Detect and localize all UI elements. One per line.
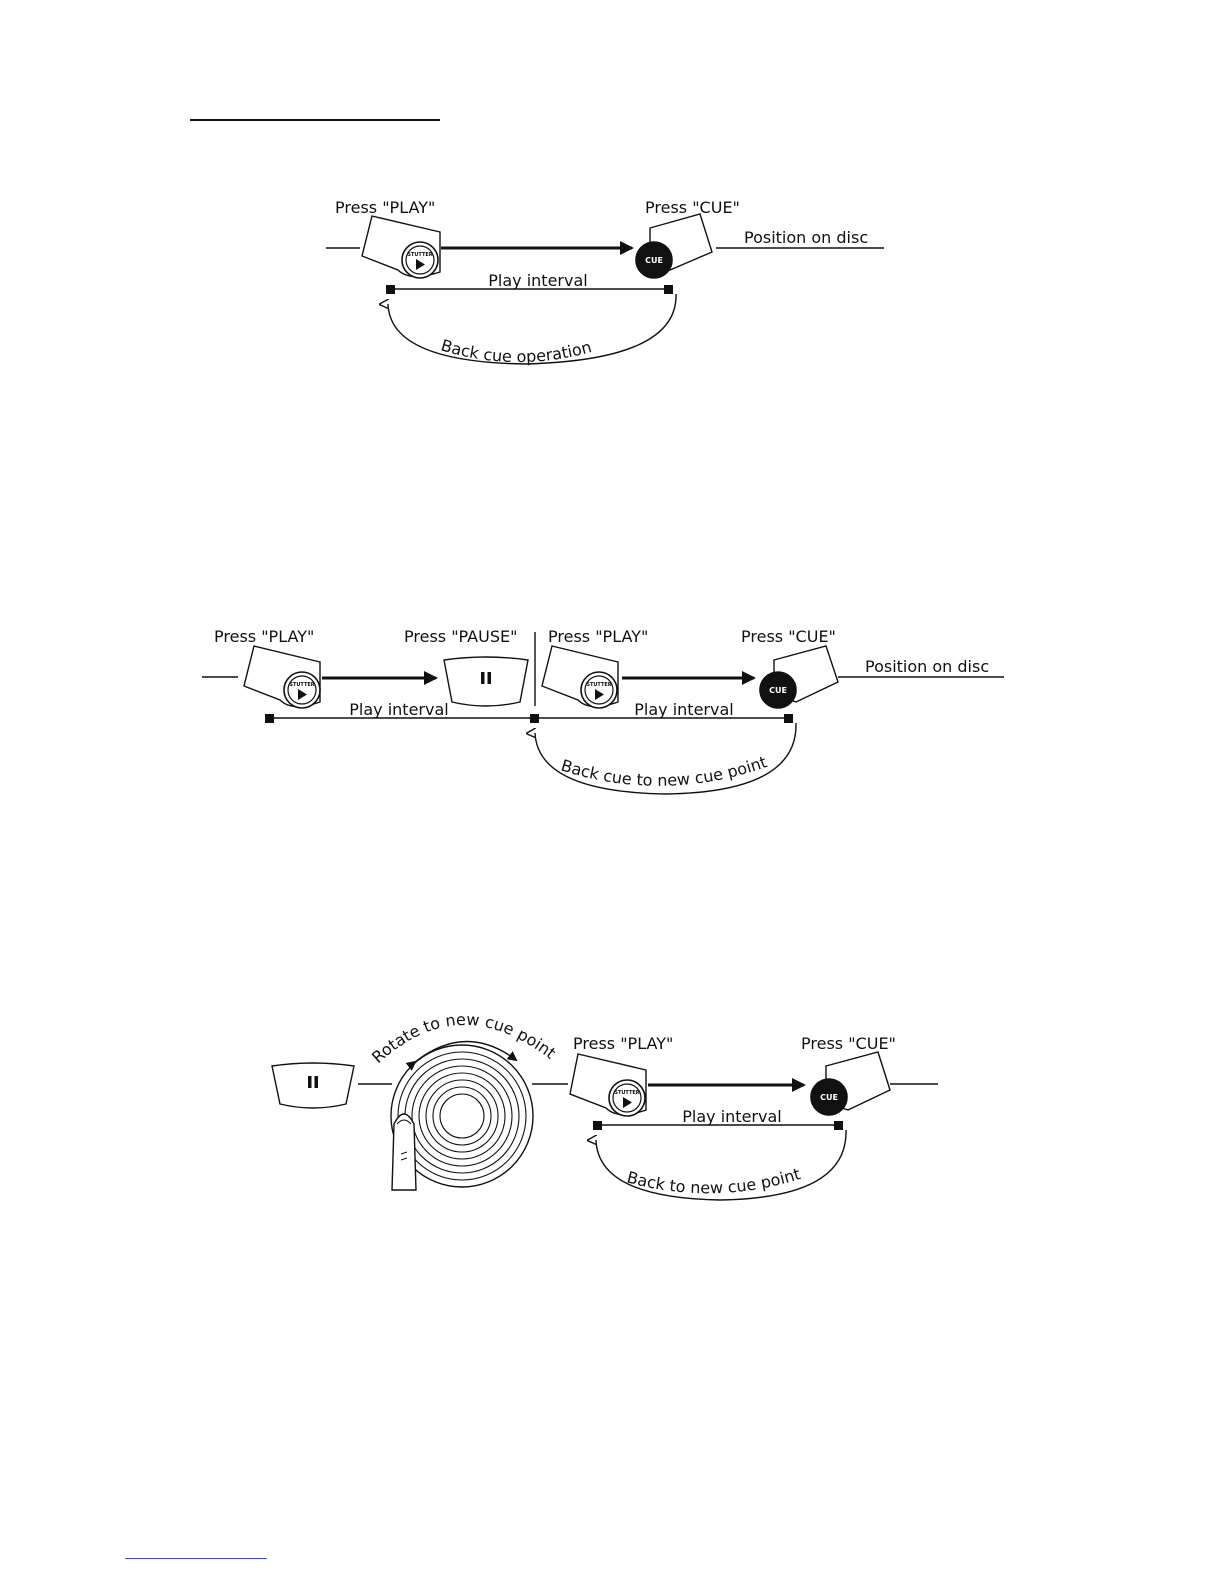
pause-icon: [481, 672, 485, 684]
cue-marker: [664, 285, 673, 294]
label-play-interval-1: Play interval: [349, 700, 448, 719]
cue-marker: [834, 1121, 843, 1130]
cue-button[interactable]: [759, 671, 797, 709]
diagram-jog-new-cue-point: Rotate to new cue point Press "PLAY" Pre…: [271, 1010, 938, 1201]
label-press-pause: Press "PAUSE": [404, 627, 517, 646]
label-play-interval-2: Play interval: [634, 700, 733, 719]
label-press-cue: Press "CUE": [801, 1034, 896, 1053]
start-marker: [265, 714, 274, 723]
svg-text:STUTTER: STUTTER: [289, 682, 314, 688]
hand-pressing-play: STUTTER: [361, 215, 441, 279]
svg-text:CUE: CUE: [820, 1093, 838, 1102]
back-cue-arrow: [535, 722, 797, 795]
rotate-arrow: [405, 1040, 518, 1071]
svg-text:STUTTER: STUTTER: [614, 1090, 639, 1096]
finger-icon: [391, 1113, 417, 1191]
play-icon: [298, 689, 307, 700]
label-press-cue: Press "CUE": [741, 627, 836, 646]
cue-button[interactable]: [810, 1078, 848, 1116]
pause-icon: [308, 1076, 312, 1088]
label-play-interval: Play interval: [682, 1107, 781, 1126]
label-back-cue-to-new-cue-point: Back cue to new cue point: [559, 752, 769, 790]
svg-text:CUE: CUE: [645, 256, 663, 265]
diagram-new-cue-point: Press "PLAY" Press "PAUSE" Press "PLAY" …: [202, 627, 1004, 795]
play-icon: [416, 259, 425, 270]
hand-pressing-play-2: STUTTER: [541, 645, 619, 709]
label-press-play: Press "PLAY": [573, 1034, 673, 1053]
section-heading-rule: [190, 119, 440, 121]
play-icon: [595, 689, 604, 700]
back-to-cue-arrow: [596, 1129, 847, 1201]
pause-button[interactable]: [443, 656, 529, 707]
hand-pressing-cue: CUE: [810, 1051, 891, 1116]
diagram-basic-back-cue: Press "PLAY" Press "CUE" Position on dis…: [326, 198, 884, 366]
hand-pressing-play: STUTTER: [569, 1053, 647, 1117]
new-cue-marker: [593, 1121, 602, 1130]
footer-link-rule: [125, 1558, 267, 1559]
cue-marker: [784, 714, 793, 723]
back-cue-arrow: [388, 293, 677, 365]
label-press-play: Press "PLAY": [335, 198, 435, 217]
label-press-play-2: Press "PLAY": [548, 627, 648, 646]
cue-button[interactable]: [635, 241, 673, 279]
hand-pressing-cue: CUE: [635, 213, 713, 279]
svg-text:STUTTER: STUTTER: [586, 682, 611, 688]
pause-button[interactable]: [271, 1062, 355, 1109]
play-icon: [623, 1097, 632, 1108]
start-marker: [386, 285, 395, 294]
label-play-interval: Play interval: [488, 271, 587, 290]
label-position-on-disc: Position on disc: [865, 657, 989, 676]
label-position-on-disc: Position on disc: [744, 228, 868, 247]
hand-pressing-cue: CUE: [759, 645, 839, 709]
svg-text:CUE: CUE: [769, 686, 787, 695]
hand-pressing-play-1: STUTTER: [243, 645, 321, 709]
new-cue-marker: [530, 714, 539, 723]
stutter-label: STUTTER: [407, 252, 432, 258]
label-press-play-1: Press "PLAY": [214, 627, 314, 646]
label-press-cue: Press "CUE": [645, 198, 740, 217]
